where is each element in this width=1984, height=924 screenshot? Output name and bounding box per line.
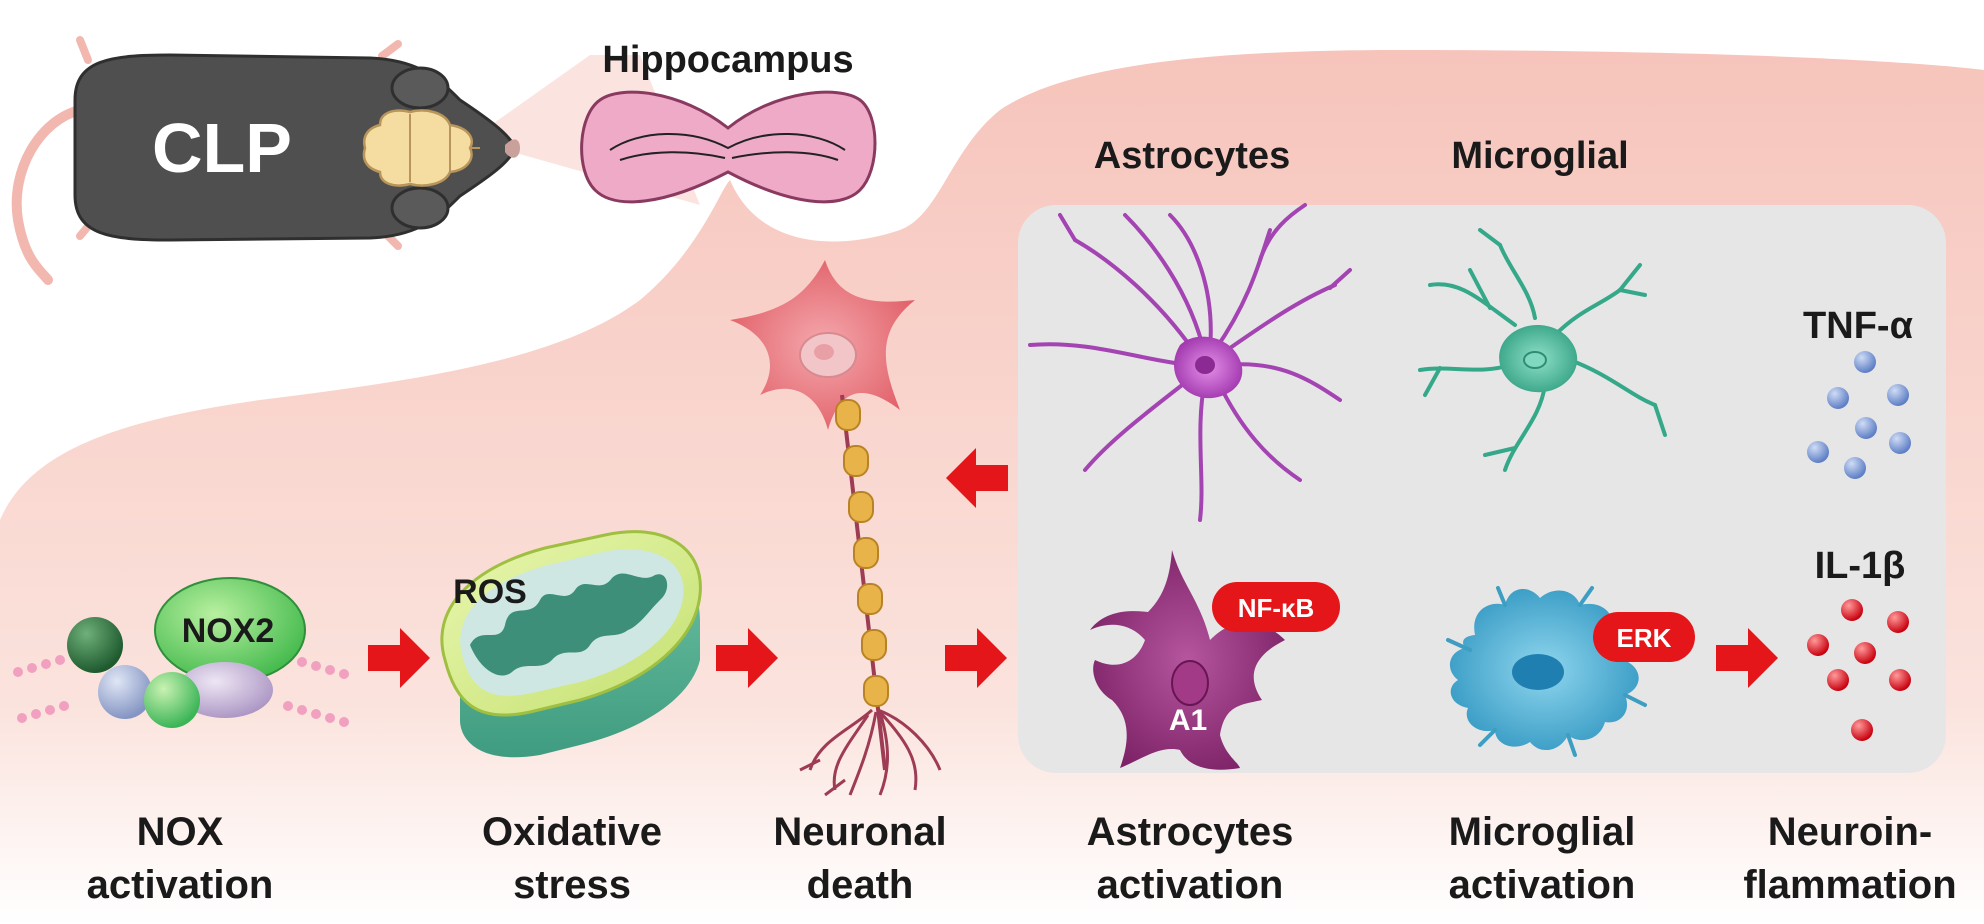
nox2-complex <box>13 577 349 728</box>
mouse-illustration <box>11 36 520 285</box>
astrocyte-illustration <box>1028 203 1352 522</box>
reactive-microglia-illustration <box>1446 586 1647 757</box>
brain-icon <box>362 109 480 187</box>
stage-neuroinflammation-line2: flammation <box>1743 863 1956 907</box>
microglia-illustration <box>1418 228 1667 472</box>
erk-label: ERK <box>1617 623 1672 653</box>
tnf-alpha-dots <box>1807 351 1911 479</box>
arrow-ros-to-neuronal-death <box>716 628 778 688</box>
hippocampus-illustration <box>580 90 877 204</box>
stage-oxidative-line2: stress <box>513 863 631 907</box>
nfkb-label: NF-κB <box>1238 593 1315 623</box>
erk-tag: ERK <box>1593 612 1695 662</box>
reactive-astrocyte-illustration <box>1090 550 1285 770</box>
stage-nox-line2: activation <box>87 863 274 907</box>
stage-oxidative-line1: Oxidative <box>482 810 662 854</box>
stage-neuronal-line2: death <box>807 863 914 907</box>
cristae <box>470 573 668 676</box>
arrow-nox-to-ros <box>368 628 430 688</box>
stage-neuroinflammation-line1: Neuroin- <box>1768 810 1932 854</box>
hippocampus-label: Hippocampus <box>602 39 853 81</box>
nox2-label: NOX2 <box>182 612 275 650</box>
stage-astrocytes-line2: activation <box>1097 863 1284 907</box>
stage-astrocytes-line1: Astrocytes <box>1087 810 1294 854</box>
stage-labels: NOX activation Oxidative stress Neuronal… <box>87 810 1957 907</box>
neuron-illustration <box>730 260 942 797</box>
stage-microglial-line2: activation <box>1449 863 1636 907</box>
nfkb-tag: NF-κB <box>1212 582 1340 632</box>
microglial-header: Microglial <box>1451 135 1628 177</box>
ros-label: ROS <box>453 573 527 611</box>
astrocytes-header: Astrocytes <box>1094 135 1290 177</box>
stage-neuronal-line1: Neuronal <box>773 810 946 854</box>
il-1beta-dots <box>1807 599 1911 741</box>
a1-label: A1 <box>1169 704 1207 737</box>
mitochondrion-illustration <box>440 530 702 758</box>
arrow-neuron-to-astrocyte <box>945 628 1007 688</box>
stage-microglial-line1: Microglial <box>1449 810 1636 854</box>
clp-label: CLP <box>152 109 292 187</box>
arrow-astrocyte-to-neuron <box>946 448 1008 508</box>
il-1beta-label: IL-1β <box>1815 545 1906 587</box>
arrow-microglia-to-il1b <box>1716 628 1778 688</box>
stage-nox-line1: NOX <box>137 810 224 854</box>
tnf-alpha-label: TNF-α <box>1803 305 1913 347</box>
